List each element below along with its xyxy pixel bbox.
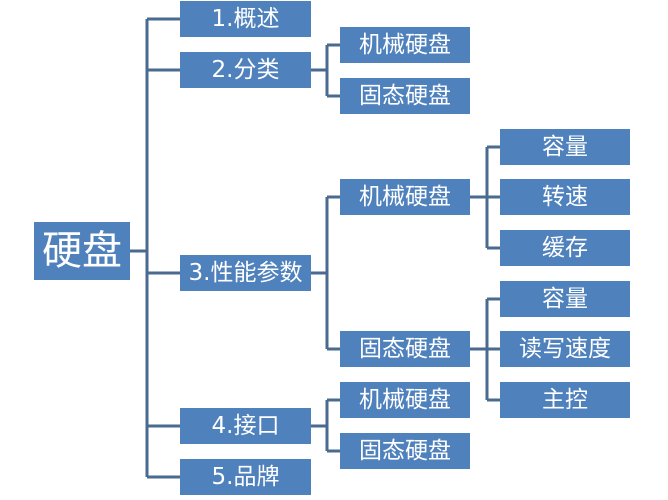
- interface-mechanical-node: 机械硬盘: [340, 382, 470, 418]
- performance-mechanical-connector: [470, 145, 500, 250]
- performance-solid-state-node: 固态硬盘: [340, 331, 470, 367]
- overview-node: 1.概述: [180, 1, 311, 37]
- performance-node: 3.性能参数: [180, 255, 311, 291]
- performance-connector: [311, 195, 340, 351]
- ssd-rw-speed-node: 读写速度: [500, 331, 630, 367]
- interface-node: 4.接口: [180, 408, 311, 444]
- ssd-controller-node: 主控: [500, 382, 630, 418]
- performance-mechanical-node: 机械硬盘: [340, 179, 470, 215]
- interface-connector-path: [311, 398, 340, 453]
- classification-mechanical-node: 机械硬盘: [340, 27, 470, 63]
- root-connector: [130, 17, 180, 479]
- classification-connector-path: [311, 43, 340, 98]
- brand-node: 5.品牌: [180, 459, 311, 495]
- classification-connector: [311, 43, 340, 98]
- classification-solid-state-node: 固态硬盘: [340, 78, 470, 114]
- interface-connector: [311, 398, 340, 453]
- classification-node: 2.分类: [180, 52, 311, 88]
- performance-mechanical-connector-path: [470, 145, 500, 250]
- root-connector-path: [130, 17, 180, 479]
- performance-ssd-connector: [470, 297, 500, 402]
- interface-solid-state-node: 固态硬盘: [340, 433, 470, 469]
- mechanical-rpm-node: 转速: [500, 179, 630, 215]
- mechanical-cache-node: 缓存: [500, 230, 630, 266]
- mechanical-capacity-node: 容量: [500, 129, 630, 165]
- ssd-capacity-node: 容量: [500, 281, 630, 317]
- performance-ssd-connector-path: [470, 297, 500, 402]
- performance-connector-path: [311, 195, 340, 351]
- root-node: 硬盘: [34, 222, 130, 280]
